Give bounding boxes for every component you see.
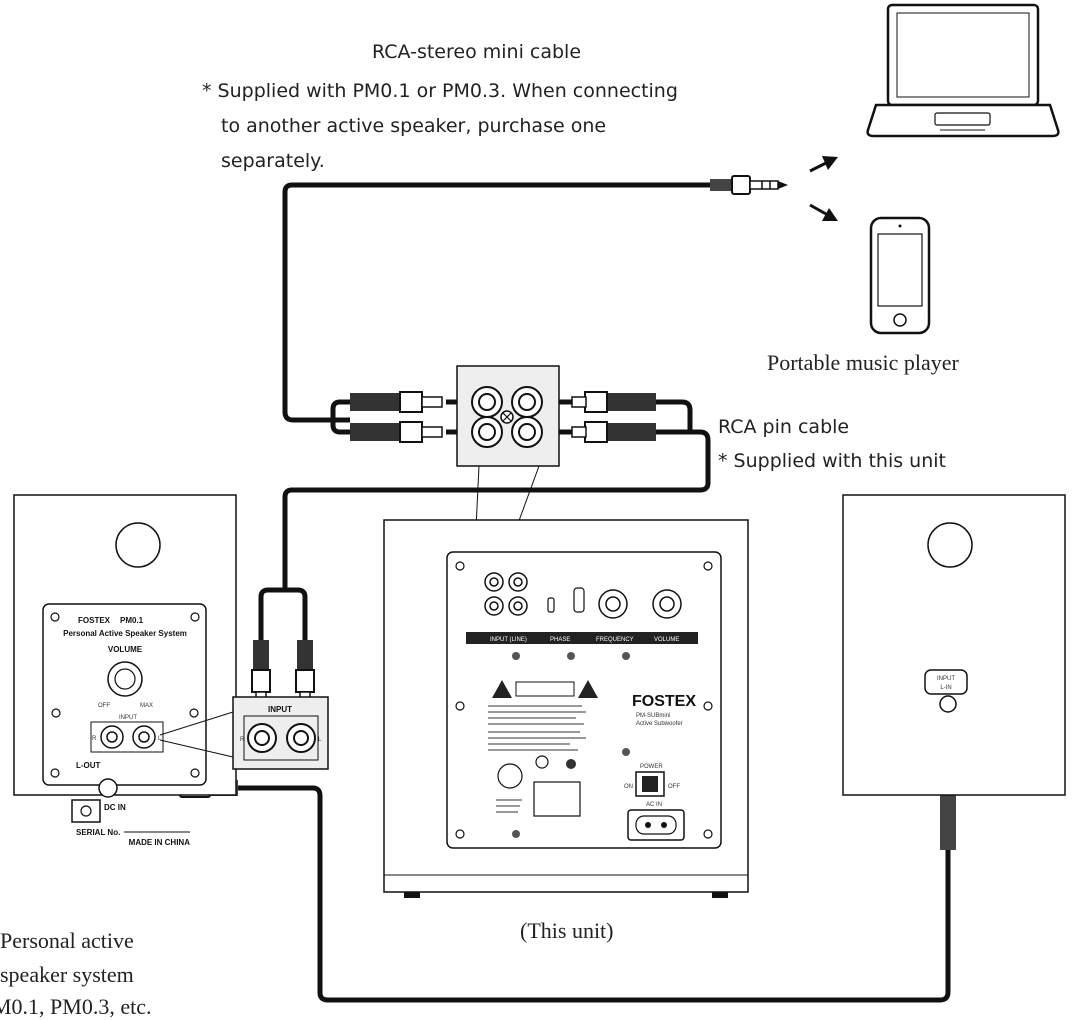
input-callout: INPUT R L <box>159 696 329 770</box>
panel-l: L <box>158 736 162 742</box>
sub-volume: VOLUME <box>654 637 679 643</box>
panel-max: MAX <box>140 703 153 709</box>
l-out-jack <box>98 778 118 798</box>
panel-made-in: MADE IN CHINA <box>129 838 191 847</box>
mini-cable-rca-plugs <box>350 391 443 443</box>
rca-pin-cable-label: RCA pin cable <box>718 416 850 438</box>
laptop-icon <box>866 3 1060 138</box>
panel-volume: VOLUME <box>108 645 143 654</box>
portable-player-icon <box>869 216 931 335</box>
portable-player-label: Portable music player <box>767 350 959 375</box>
this-unit-label: (This unit) <box>520 918 614 943</box>
mini-cable-note-2: to another active speaker, purchase one <box>221 115 607 137</box>
rca-pin-cable <box>258 399 711 640</box>
sub-brand: FOSTEX <box>632 693 696 710</box>
panel-subtitle: Personal Active Speaker System <box>63 629 187 638</box>
right-speaker: INPUT L-IN <box>842 494 1066 796</box>
panel-r: R <box>92 736 97 742</box>
stereo-mini-plug <box>710 175 788 195</box>
right-input-jack <box>939 695 957 713</box>
mini-cable-title: RCA-stereo mini cable <box>372 41 582 63</box>
rca-jack-panel <box>456 365 560 571</box>
panel-brand: FOSTEX <box>78 616 111 625</box>
sub-power: POWER <box>640 764 663 770</box>
mini-cable-note-1: * Supplied with PM0.1 or PM0.3. When con… <box>202 80 678 102</box>
rca-pin-cable-note: * Supplied with this unit <box>718 450 946 472</box>
callout-r: R <box>240 737 245 743</box>
l-out-cable <box>235 785 951 1003</box>
panel-model: PM0.1 <box>120 616 144 625</box>
subwoofer-panel: INPUT (LINE) PHASE FREQUENCY VOLUME FOST… <box>446 551 722 849</box>
sub-model: PM-SUBmini <box>636 713 670 719</box>
personal-speaker-label-1: Personal active <box>0 928 134 953</box>
sub-subtitle: Active Subwoofer <box>636 721 683 727</box>
callout-l: L <box>318 737 322 743</box>
mini-cable-note-3: separately. <box>221 150 325 172</box>
panel-dc-in: DC IN <box>104 803 126 812</box>
left-speaker-panel: FOSTEX PM0.1 Personal Active Speaker Sys… <box>42 603 207 847</box>
sub-frequency: FREQUENCY <box>596 637 634 643</box>
panel-input: INPUT <box>119 715 137 721</box>
device-arrows <box>809 156 838 221</box>
rca-pin-cable-plugs-top <box>571 391 656 443</box>
right-input-label-2: L-IN <box>940 685 951 691</box>
personal-speaker-label-2: speaker system <box>0 962 134 987</box>
panel-l-out: L-OUT <box>76 761 101 770</box>
panel-serial: SERIAL No. <box>76 828 120 837</box>
sub-off: OFF <box>668 784 680 790</box>
personal-speaker-label-3: M0.1, PM0.3, etc. <box>0 994 152 1019</box>
sub-ac-in: AC IN <box>646 802 662 808</box>
sub-phase: PHASE <box>550 637 570 643</box>
callout-input: INPUT <box>268 705 292 714</box>
rca-stereo-mini-cable <box>282 182 713 435</box>
sub-on: ON <box>624 784 633 790</box>
panel-off: OFF <box>98 703 110 709</box>
sub-input-section: INPUT (LINE) <box>490 637 527 643</box>
right-input-label-1: INPUT <box>937 676 955 682</box>
